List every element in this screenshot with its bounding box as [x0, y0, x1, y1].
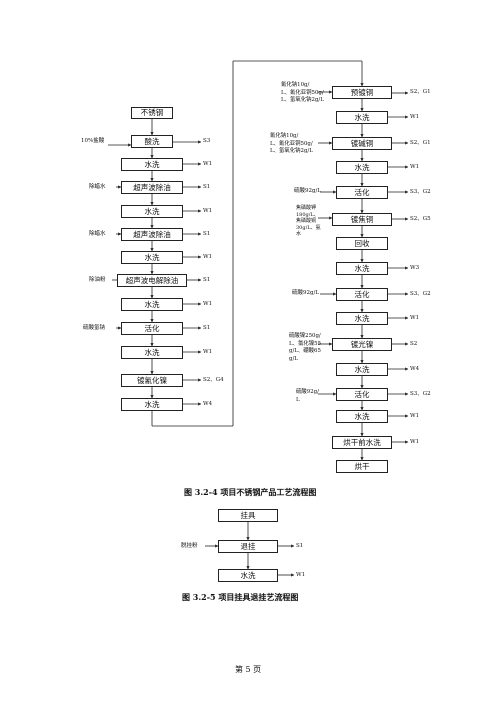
step-box-hanger: 挂具	[218, 509, 278, 522]
output-label: W1	[410, 413, 420, 419]
output-label: S3、G2	[410, 189, 431, 195]
output-label: W1	[203, 349, 213, 355]
step-box-electrolytic-degrease: 超声波电解除油	[117, 274, 187, 287]
input-label-sulfuric-acid: 硫酸92g/L	[292, 290, 320, 296]
output-label: W1	[410, 439, 420, 445]
step-box-water-wash: 水洗	[336, 363, 388, 376]
step-box-water-wash: 水洗	[336, 111, 388, 124]
page-number: 第 5 页	[235, 665, 262, 674]
input-label-hydrochloric-acid: 10%盐酸	[81, 138, 105, 144]
output-label: S3、G2	[410, 391, 431, 397]
figure-caption: 图 3.2-4 项目不锈钢产品工艺流程图	[184, 487, 317, 497]
input-label-wax-remover: 除蜡水	[89, 184, 106, 190]
output-label: W1	[296, 572, 306, 578]
step-box-activation: 活化	[336, 288, 388, 301]
step-box-ultrasonic-degrease: 超声波除油	[121, 228, 183, 241]
output-label: S1	[203, 277, 211, 283]
input-label-cyanide-copper-solution: 氰化钠10g/ L、氰化亚铜50g/ L、氢氧化钠2g/L	[270, 133, 313, 154]
step-box-water-wash: 水洗	[121, 298, 183, 311]
step-box-alkaline-copper-plating: 镀碱铜	[332, 137, 392, 150]
output-label: S3、G2	[410, 291, 431, 297]
step-box-ultrasonic-degrease: 超声波除油	[121, 181, 183, 194]
output-label: W3	[410, 265, 420, 271]
output-label: W1	[203, 254, 213, 260]
step-box-water-wash: 水洗	[336, 410, 388, 423]
input-label-sulfuric-acid: 硫酸92g/L	[294, 188, 322, 194]
output-label: W1	[410, 164, 420, 170]
step-box-pre-copper-plating: 预镀铜	[332, 86, 392, 99]
step-box-water-wash: 水洗	[336, 312, 388, 325]
output-label: S3	[203, 138, 211, 144]
step-box-activation: 活化	[336, 186, 388, 199]
step-box-cyanide-nickel-plating: 镀氰化镍	[121, 374, 183, 387]
output-label: S1	[203, 184, 211, 190]
step-box-water-wash: 水洗	[121, 346, 183, 359]
step-box-drying: 烘干	[336, 460, 388, 473]
step-box-pyrophosphate-copper-plating: 镀焦铜	[332, 213, 392, 226]
step-box-stripping: 退挂	[218, 540, 278, 553]
output-label: S2、G5	[410, 216, 431, 222]
input-label-wax-remover: 除蜡水	[89, 231, 106, 237]
output-label: W1	[410, 114, 420, 120]
input-label-nickel-solution: 硫酸镍250g/ L、氯化镍55 g/L、硼酸65 g/L	[289, 333, 322, 362]
input-label-stripping-powder: 脱挂粉	[181, 543, 198, 549]
step-box-water-wash: 水洗	[121, 398, 183, 411]
step-box-water-wash: 水洗	[121, 158, 183, 171]
output-label: S2、G1	[410, 140, 431, 146]
step-box-acid-wash: 酸洗	[131, 135, 173, 148]
output-label: S1	[203, 231, 211, 237]
step-box-recovery: 回收	[336, 237, 388, 250]
step-box-bright-nickel-plating: 镀光镍	[332, 338, 392, 351]
output-label: W1	[203, 161, 213, 167]
input-label-cyanide-copper-solution: 氰化钠10g/ L、氰化亚铜50g/ L、氢氧化钠2g/L	[281, 82, 324, 103]
step-box-water-wash: 水洗	[218, 569, 278, 582]
step-box-water-wash: 水洗	[336, 161, 388, 174]
output-label: S1	[203, 325, 211, 331]
step-box-pre-drying-water-wash: 烘干前水洗	[332, 436, 392, 449]
step-box-water-wash: 水洗	[121, 251, 183, 264]
output-label: S2、G4	[203, 377, 224, 383]
step-box-activation: 活化	[336, 388, 388, 401]
step-box-water-wash: 水洗	[336, 262, 388, 275]
output-label: W4	[203, 401, 213, 407]
input-label-degreasing-powder: 除油粉	[89, 277, 106, 283]
input-label-sodium-bisulfate: 硫酸氢钠	[83, 325, 106, 331]
input-label-sulfuric-acid: 硫酸92g/ L	[296, 389, 319, 403]
step-box-stainless-steel: 不锈钢	[131, 107, 173, 119]
output-label: W1	[203, 301, 213, 307]
output-label: W1	[410, 315, 420, 321]
output-label: S2、G1	[410, 89, 431, 95]
step-box-water-wash: 水洗	[121, 205, 183, 218]
figure-caption: 图 3.2-5 项目挂具退挂艺流程图	[182, 592, 299, 602]
step-box-activation: 活化	[121, 322, 183, 335]
input-label-pyrophosphate-solution: 焦磷酸钾 180g/L、 焦磷酸铜 30g/L、氨 水	[296, 205, 321, 237]
output-label: W4	[410, 366, 420, 372]
output-label: S2	[410, 341, 418, 347]
output-label: W1	[203, 208, 213, 214]
output-label: S1	[296, 543, 304, 549]
